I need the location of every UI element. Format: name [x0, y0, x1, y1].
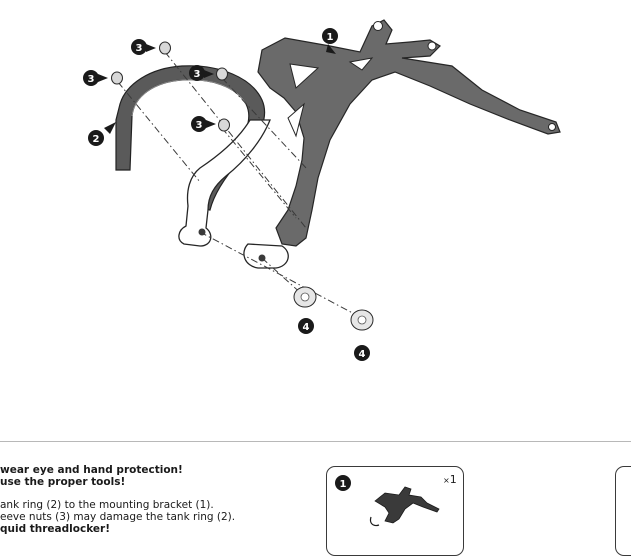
parts-quantity: ×1 — [443, 473, 457, 486]
svg-text:4: 4 — [303, 322, 310, 333]
washers — [293, 286, 374, 331]
svg-text:1: 1 — [327, 32, 334, 43]
warning-protection: wear eye and hand protection! — [0, 464, 183, 476]
parts-list-thumbnail: 1 — [335, 475, 440, 527]
svg-text:4: 4 — [359, 349, 366, 360]
warning-tools: use the proper tools! — [0, 476, 126, 488]
callout-arrows — [98, 44, 336, 134]
svg-text:3: 3 — [88, 74, 95, 85]
svg-text:3: 3 — [194, 69, 201, 80]
mounting-bracket — [257, 19, 561, 247]
svg-text:2: 2 — [93, 134, 100, 145]
callout-badge-3-lower: 3 — [191, 116, 207, 132]
parts-list-item: 1 ×1 — [326, 466, 464, 556]
svg-text:3: 3 — [136, 43, 143, 54]
step-threadlocker: quid threadlocker! — [0, 523, 110, 535]
exploded-assembly-diagram: 1 2 3 3 3 3 4 4 — [83, 19, 561, 361]
lower-bracket — [178, 119, 289, 269]
sleeve-nuts — [111, 41, 230, 132]
callout-badge-2: 2 — [88, 130, 104, 146]
step-attach-ring: ank ring (2) to the mounting bracket (1)… — [0, 499, 214, 511]
callout-badge-4-left: 4 — [298, 318, 314, 334]
instructions-text: wear eye and hand protection! use the pr… — [0, 464, 300, 535]
callout-badge-1: 1 — [322, 28, 338, 44]
callout-badge-4-right: 4 — [354, 345, 370, 361]
callout-badge-3-mid: 3 — [189, 65, 205, 81]
step-sleeve-nuts: eeve nuts (3) may damage the tank ring (… — [0, 511, 236, 523]
callout-badge-3-top: 3 — [131, 39, 147, 55]
callout-badge-3-left: 3 — [83, 70, 99, 86]
next-panel-edge — [615, 466, 631, 556]
svg-text:3: 3 — [196, 120, 203, 131]
section-divider — [0, 441, 631, 442]
svg-text:1: 1 — [340, 479, 347, 490]
